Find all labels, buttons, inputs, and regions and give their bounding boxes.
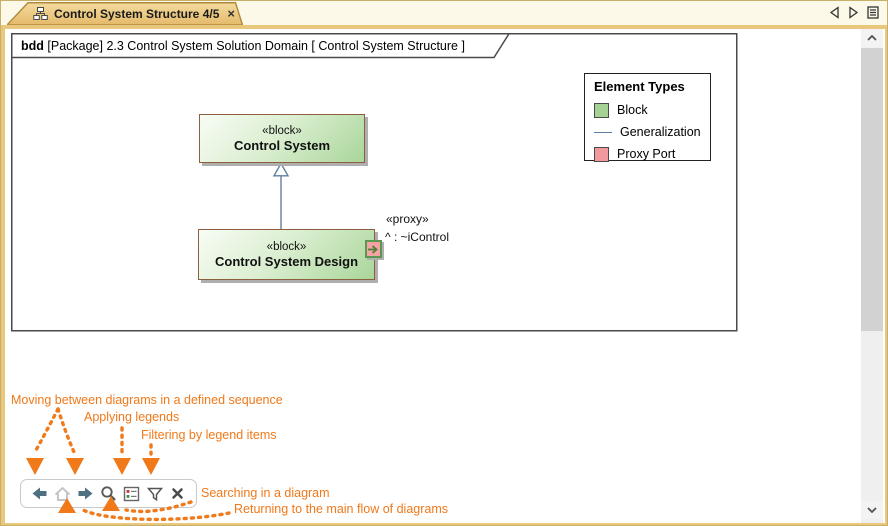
frame-header-label: [Package] 2.3 Control System Solution Do… — [43, 39, 465, 53]
scrollbar-thumb[interactable] — [861, 48, 883, 331]
previous-diagram-icon[interactable] — [829, 6, 840, 19]
chevron-down-icon — [867, 507, 877, 513]
home-button[interactable] — [52, 484, 72, 504]
home-icon — [54, 486, 70, 501]
proxy-port[interactable] — [365, 240, 382, 258]
filter-button[interactable] — [145, 484, 165, 504]
port-direction-arrow-icon — [368, 244, 378, 254]
close-toolbar-button[interactable] — [168, 484, 188, 504]
annotation-searching: Searching in a diagram — [201, 486, 330, 500]
annotation-applying: Applying legends — [84, 410, 180, 424]
filter-funnel-icon — [146, 487, 163, 501]
chevron-up-icon — [867, 35, 877, 41]
arrowhead-filter — [142, 458, 160, 475]
back-arrow-icon — [32, 487, 46, 500]
frame-header: bdd [Package] 2.3 Control System Solutio… — [21, 39, 465, 53]
close-icon — [172, 488, 184, 499]
generalization-line-swatch — [594, 131, 612, 133]
block-control-system[interactable]: «block» Control System — [199, 114, 365, 163]
diagram-icon — [33, 7, 48, 20]
block-stereotype: «block» — [262, 124, 302, 137]
legend-button[interactable] — [122, 484, 142, 504]
arrowhead-forward — [66, 458, 84, 475]
block-swatch — [594, 102, 609, 118]
diagram-list-icon[interactable] — [867, 6, 879, 19]
search-icon — [101, 486, 116, 501]
legend-item-proxy-port: Proxy Port — [594, 143, 701, 165]
tab-close-icon[interactable]: × — [227, 6, 235, 21]
vertical-scrollbar[interactable] — [861, 29, 883, 523]
block-name: Control System — [233, 137, 331, 153]
back-button[interactable] — [29, 484, 49, 504]
port-label: ^ : ~iControl — [385, 230, 449, 244]
block-control-system-design[interactable]: «block» Control System Design — [198, 229, 375, 280]
frame-header-shape — [11, 33, 511, 59]
search-button[interactable] — [98, 484, 118, 504]
frame-header-keyword: bdd — [21, 39, 44, 53]
proxy-port-swatch — [594, 146, 609, 162]
tab-title: Control System Structure 4/5 — [54, 6, 220, 21]
annotation-moving: Moving between diagrams in a defined seq… — [11, 393, 283, 407]
legend-icon — [123, 486, 140, 501]
forward-button[interactable] — [75, 484, 95, 504]
block-stereotype: «block» — [266, 240, 307, 253]
annotation-returning: Returning to the main flow of diagrams — [234, 502, 448, 516]
forward-arrow-icon — [78, 487, 93, 500]
arrowhead-back — [26, 458, 44, 475]
arrowhead-legend — [113, 458, 131, 475]
annotation-filtering: Filtering by legend items — [141, 428, 277, 442]
diagram-tab-bar: Control System Structure 4/5 × — [1, 1, 887, 25]
legend-item-generalization: Generalization — [594, 121, 701, 143]
diagram-navigation-toolbar — [20, 479, 197, 508]
tab-control-system-structure[interactable]: Control System Structure 4/5 × — [7, 2, 243, 25]
port-stereotype: «proxy» — [386, 212, 429, 226]
diagram-canvas[interactable]: bdd [Package] 2.3 Control System Solutio… — [5, 29, 885, 523]
legend-box[interactable]: Element Types Block Generalization Proxy… — [584, 73, 711, 162]
scroll-up-button[interactable] — [861, 29, 883, 47]
next-diagram-icon[interactable] — [848, 6, 859, 19]
scroll-down-button[interactable] — [861, 501, 883, 519]
legend-item-block: Block — [594, 99, 701, 121]
tab-background — [7, 2, 243, 25]
block-name: Control System Design — [214, 253, 359, 269]
generalization-arrowhead — [272, 162, 290, 177]
legend-title: Element Types — [594, 79, 685, 94]
